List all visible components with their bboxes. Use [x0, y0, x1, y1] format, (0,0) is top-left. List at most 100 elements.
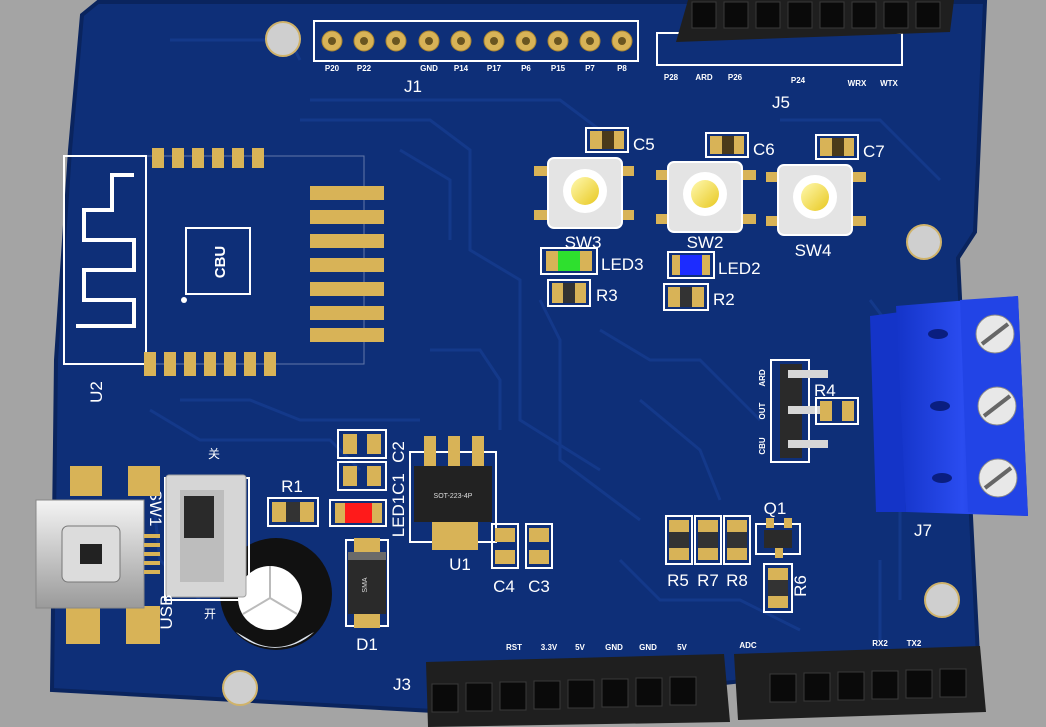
capacitor-c7: C7 [815, 134, 885, 161]
j1-pin-label: P22 [357, 64, 372, 73]
transistor-q1: Q1 [755, 499, 801, 558]
j5-pin-label: WRX [848, 79, 867, 88]
usb-label: USB [157, 595, 176, 630]
resistor-r4: R4 [814, 381, 859, 425]
j1-header: P20 P22 GND P14 P17 P6 P15 P7 P8 J1 [313, 20, 639, 96]
sw4-label: SW4 [795, 241, 832, 260]
switch-label-off: 开 [204, 607, 216, 621]
c6-label: C6 [753, 140, 775, 159]
j1-pin-label: P7 [585, 64, 595, 73]
j5-designator: J5 [772, 93, 790, 112]
c5-label: C5 [633, 135, 655, 154]
selector-label-ard: ARD [758, 369, 767, 387]
diode-d1: SMA D1 [345, 538, 389, 654]
copper-traces [148, 38, 942, 640]
q1-label: Q1 [764, 499, 787, 518]
j5-pin-label: WTX [880, 79, 898, 88]
j1-pads [321, 30, 633, 52]
r1-label: R1 [281, 477, 303, 496]
r4-label: R4 [814, 381, 836, 400]
module-bottom-pads [144, 352, 276, 376]
c7-label: C7 [863, 142, 885, 161]
switch-sw4[interactable]: SW4 [766, 164, 866, 260]
resistor-r5: R5 [665, 515, 693, 590]
resistor-r6: R6 [763, 563, 810, 613]
j7-label: J7 [914, 521, 932, 540]
c3-label: C3 [528, 577, 550, 596]
screw-terminal-j7[interactable]: J7 [870, 296, 1028, 540]
selector-label-out: OUT [758, 402, 767, 419]
r7-label: R7 [697, 571, 719, 590]
j4-pin-label: TX2 [907, 639, 922, 648]
r6-label: R6 [791, 575, 810, 597]
resistor-r8: R8 [723, 515, 751, 590]
capacitor-c2: C2 [337, 429, 408, 463]
j3-designator: J3 [393, 675, 411, 694]
module-top-pads [152, 148, 264, 168]
regulator-u1: SOT-223-4P U1 [409, 436, 497, 574]
capacitor-c6: C6 [705, 132, 775, 159]
led3-label: LED3 [601, 255, 644, 274]
resistor-r1: R1 [267, 477, 319, 527]
sw2-label: SW2 [687, 233, 724, 252]
j4-pin-label: RX2 [872, 639, 888, 648]
sw1-label: SW1 [146, 490, 165, 527]
j5-pin-label: ARD [695, 73, 713, 82]
c2-label: C2 [389, 441, 408, 463]
j5-pin-label: P28 [664, 73, 679, 82]
led1: LED1 [329, 495, 408, 538]
mounting-holes [222, 21, 960, 706]
d1-marking: SMA [362, 577, 369, 593]
module-side-pads [310, 186, 384, 342]
mode-selector-header[interactable]: ARD OUT CBU [758, 359, 828, 463]
power-switch-sw1[interactable]: 关 开 SW1 [146, 447, 250, 621]
switch-label-on: 关 [208, 447, 220, 461]
r8-label: R8 [726, 571, 748, 590]
capacitor-c5: C5 [585, 127, 655, 154]
wifi-module-u2: CBU U2 [63, 148, 384, 403]
j3-pin-label: 5V [677, 643, 687, 652]
d1-label: D1 [356, 635, 378, 654]
j3-pin-label: GND [605, 643, 623, 652]
j3-pin-label: RST [506, 643, 522, 652]
j1-designator: J1 [404, 77, 422, 96]
u1-label: U1 [449, 555, 471, 574]
micro-usb-connector: USB [35, 466, 176, 644]
j3-pin-label: 5V [575, 643, 585, 652]
j1-pin-label: P20 [325, 64, 340, 73]
module-chip-label: CBU [212, 246, 229, 279]
capacitor-c1: C1 [337, 461, 408, 495]
capacitor-c3: C3 [525, 523, 553, 596]
capacitor-c4: C4 [491, 523, 519, 596]
u1-marking: SOT-223-4P [434, 493, 473, 500]
j3-pin-label: 3.3V [541, 643, 558, 652]
j1-pin-label: P14 [454, 64, 469, 73]
sw3-label: SW3 [565, 233, 602, 252]
switch-sw2[interactable]: SW2 [656, 161, 756, 252]
j4-header: ADC RX2 TX2 [734, 639, 986, 720]
led1-label: LED1 [389, 495, 408, 538]
j1-pin-label: P15 [551, 64, 566, 73]
led2-label: LED2 [718, 259, 761, 278]
r2-label: R2 [713, 290, 735, 309]
selector-label-cbu: CBU [758, 437, 767, 455]
switch-sw3[interactable]: SW3 [534, 157, 634, 252]
j5-pin-label: P26 [728, 73, 743, 82]
antenna-trace [76, 173, 136, 328]
r3-label: R3 [596, 286, 618, 305]
led2: LED2 [667, 251, 761, 279]
module-designator: U2 [87, 381, 106, 403]
j1-pin-label: P8 [617, 64, 627, 73]
j1-pin-label: GND [420, 64, 438, 73]
resistor-r7: R7 [694, 515, 722, 590]
j3-header: RST 3.3V 5V GND GND 5V J3 [393, 643, 730, 727]
j1-pin-label: P6 [521, 64, 531, 73]
c1-label: C1 [389, 473, 408, 495]
j5-header: P28 ARD P26 P24 WRX WTX J5 [656, 0, 954, 112]
j4-pin-label: ADC [739, 641, 757, 650]
led3: LED3 [540, 247, 644, 275]
c4-label: C4 [493, 577, 515, 596]
r5-label: R5 [667, 571, 689, 590]
j1-pin-label: P17 [487, 64, 502, 73]
